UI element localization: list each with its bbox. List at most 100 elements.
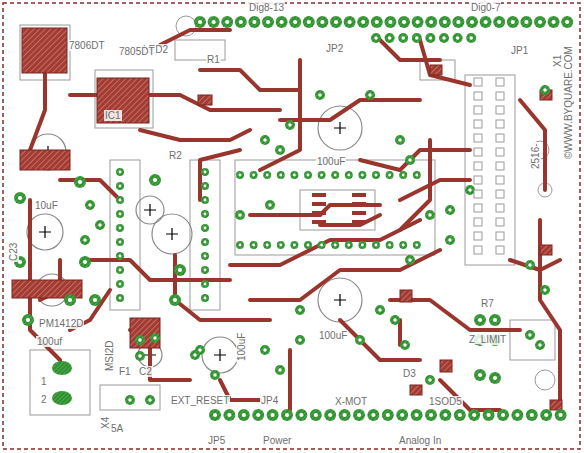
header-pin — [474, 162, 482, 170]
pad-copper — [116, 280, 124, 288]
through-hole-pad — [209, 409, 221, 421]
pad-hole — [408, 258, 412, 262]
through-hole-pad — [357, 16, 369, 28]
pad-copper — [250, 171, 258, 179]
silkscreen-label: 10uF — [34, 200, 59, 211]
header-pin — [474, 134, 482, 142]
through-hole-pad — [265, 200, 275, 210]
through-hole-pad — [405, 155, 415, 165]
through-hole-pad — [452, 16, 464, 28]
through-hole-pad — [318, 241, 326, 249]
pad-copper — [316, 16, 328, 28]
pad-copper — [116, 294, 124, 302]
through-hole-pad — [260, 345, 270, 355]
pad-hole — [386, 413, 390, 417]
header-pin — [496, 92, 504, 100]
through-hole-pad — [250, 241, 258, 249]
pad-hole — [88, 203, 92, 207]
pad-copper — [80, 235, 90, 245]
pad-copper — [439, 33, 449, 43]
through-hole-pad — [474, 314, 486, 326]
pad-hole — [448, 238, 452, 242]
pad-hole — [204, 213, 207, 216]
pad-copper — [250, 241, 258, 249]
through-hole-pad — [267, 409, 279, 421]
header-pin — [496, 134, 504, 142]
silkscreen-label: X1 — [552, 54, 563, 68]
capacitor-center — [334, 294, 346, 306]
pad-copper — [248, 16, 260, 28]
through-hole-pad — [371, 16, 383, 28]
header-pin — [474, 120, 482, 128]
pad-copper — [169, 294, 181, 306]
header-pin — [474, 190, 482, 198]
pad-hole — [501, 413, 505, 417]
pad-copper — [412, 33, 422, 43]
smd-component — [540, 245, 552, 255]
through-hole-pad — [511, 409, 523, 421]
silkscreen-label: R2 — [168, 150, 183, 161]
capacitor-symbol — [318, 278, 362, 322]
pad-copper — [548, 16, 560, 28]
through-hole-pad — [371, 33, 381, 43]
smd-pad — [312, 202, 326, 206]
copper-trace — [520, 100, 545, 190]
pad-hole — [515, 413, 519, 417]
through-hole-pad — [295, 409, 307, 421]
silkscreen-label: 1SOD5 — [428, 396, 463, 407]
pad-copper — [331, 241, 339, 249]
pad-hole — [398, 138, 402, 142]
pad-copper — [262, 16, 274, 28]
through-hole-pad — [74, 176, 86, 188]
component-outline — [20, 25, 70, 80]
through-hole-pad — [358, 241, 366, 249]
through-hole-pad — [372, 171, 380, 179]
through-hole-pad — [358, 171, 366, 179]
pad-copper — [116, 224, 124, 232]
pad-hole — [484, 20, 488, 24]
pad-hole — [239, 20, 243, 24]
pad-hole — [119, 213, 122, 216]
pad-copper — [453, 33, 463, 43]
pad-copper — [468, 409, 480, 421]
pad-hole — [415, 174, 418, 177]
header-pin — [474, 92, 482, 100]
pad-copper — [275, 365, 285, 375]
through-hole-pad — [535, 340, 545, 350]
board-outline — [3, 3, 580, 449]
smd-pad — [352, 193, 366, 197]
through-hole-pad — [262, 16, 274, 28]
pad-copper — [540, 285, 550, 295]
smd-component — [550, 400, 562, 410]
through-hole-pad — [277, 241, 285, 249]
pad-copper — [116, 210, 124, 218]
through-hole-pad — [125, 395, 135, 405]
pad-copper — [511, 409, 523, 421]
pad-copper — [399, 171, 407, 179]
through-hole-pad — [235, 210, 245, 220]
through-hole-pad — [79, 256, 91, 268]
copper-trace — [70, 93, 100, 97]
pad-hole — [343, 413, 347, 417]
silkscreen-label: MSI2D — [104, 339, 115, 372]
pad-hole — [119, 255, 122, 258]
through-hole-pad — [386, 241, 394, 249]
pad-copper — [201, 294, 209, 302]
header-pin — [474, 218, 482, 226]
through-hole-pad — [474, 369, 486, 381]
through-hole-pad — [275, 145, 285, 155]
pad-copper — [534, 16, 546, 28]
pad-copper — [303, 16, 315, 28]
through-hole-pad — [174, 264, 186, 276]
pad-hole — [68, 298, 72, 302]
pad-copper — [489, 314, 501, 326]
through-hole-pad — [365, 90, 375, 100]
through-hole-pad — [412, 16, 424, 28]
pad-hole — [347, 174, 350, 177]
pad-copper — [236, 241, 244, 249]
pad-hole — [204, 241, 207, 244]
silkscreen-label: C23 — [8, 242, 19, 262]
pad-hole — [402, 244, 405, 247]
pad-copper — [386, 241, 394, 249]
through-hole-pad — [386, 171, 394, 179]
